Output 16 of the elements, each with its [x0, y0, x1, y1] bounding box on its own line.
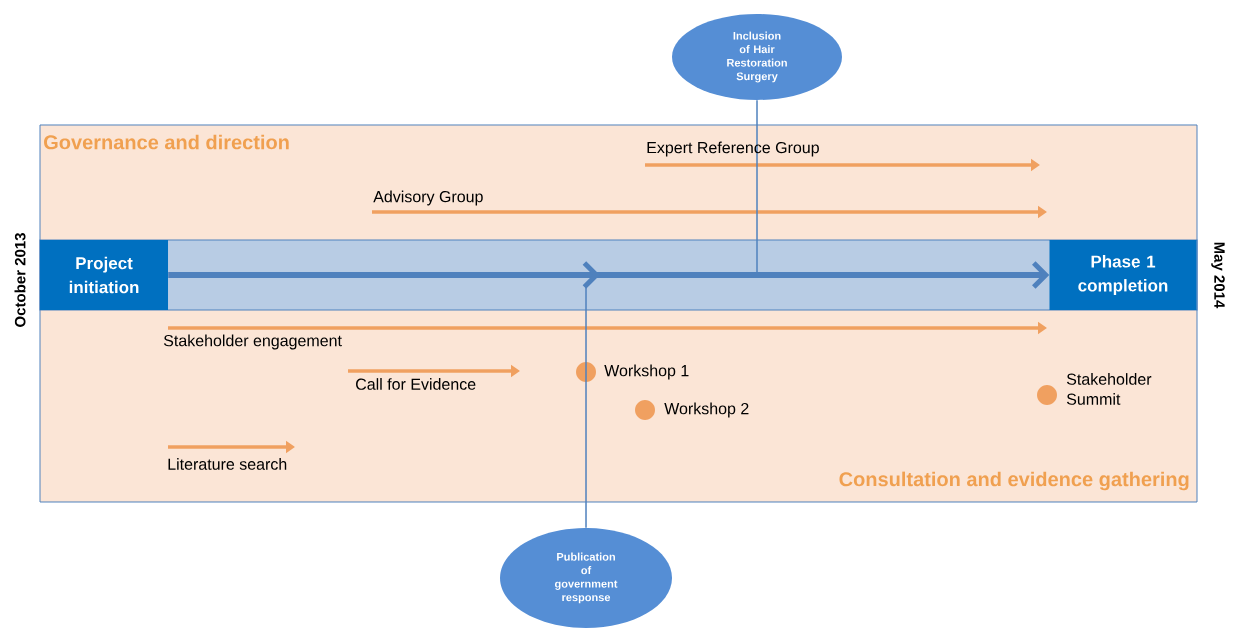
date-label: October 2013	[14, 233, 26, 327]
section-heading: Consultation and evidence gathering	[839, 471, 1189, 491]
milestone-box: Phase 1 completion	[1049, 240, 1197, 310]
bar-label: Literature search	[168, 458, 287, 470]
milestone-box: Project initiation	[40, 240, 168, 310]
connector	[756, 99, 758, 273]
milestone-label: Workshop 1	[604, 364, 689, 380]
bar-label: Expert Reference Group	[647, 141, 819, 157]
milestone-label: Stakeholder Summit	[1066, 373, 1152, 405]
milestone-label: Workshop 2	[664, 402, 749, 418]
section-heading: Governance and direction	[44, 134, 289, 150]
bar-label: Advisory Group	[373, 190, 483, 206]
bar-label: Stakeholder engagement	[163, 334, 342, 350]
date-label: May 2014	[1211, 242, 1225, 309]
connector	[168, 261, 1050, 289]
bar-label: Call for Evidence	[356, 378, 476, 390]
